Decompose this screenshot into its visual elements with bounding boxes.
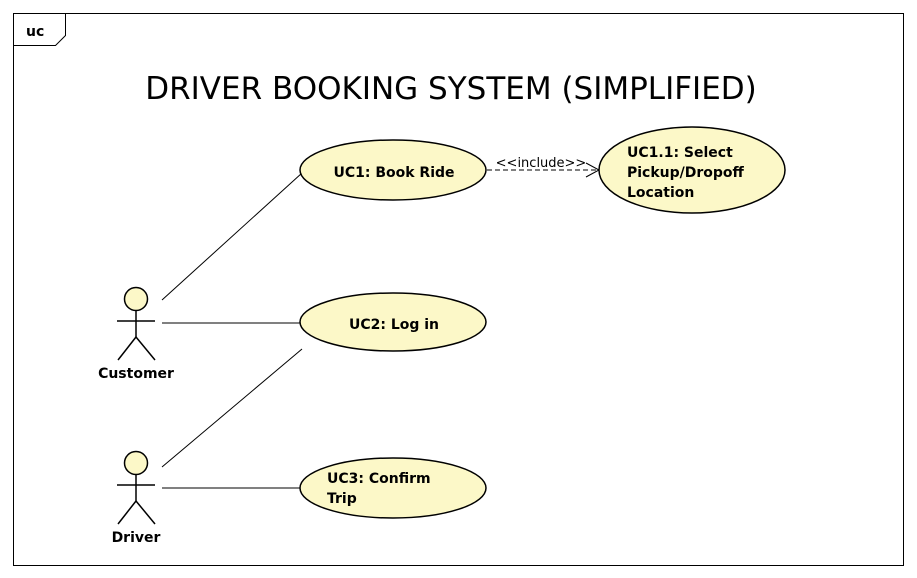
use-case-uc2[interactable]: UC2: Log in [299, 292, 487, 352]
use-case-uc1-ellipse [299, 139, 487, 201]
use-case-uc11-label-line3: Location [627, 185, 694, 201]
use-case-uc11[interactable]: UC1.1: Select Pickup/Dropoff Location [598, 126, 786, 214]
use-case-uc2-ellipse [299, 292, 487, 352]
association-customer-uc1 [161, 172, 303, 301]
actor-customer[interactable]: Customer [98, 286, 174, 383]
frame-tag-label: uc [26, 24, 44, 40]
use-case-uc3[interactable]: UC3: Confirm Trip [299, 457, 487, 519]
frame-tag-box [13, 13, 66, 46]
actor-driver-left-leg [117, 500, 137, 525]
use-case-uc11-label-line2: Pickup/Dropoff [627, 165, 745, 181]
diagram-frame [13, 13, 904, 566]
use-case-uc1[interactable]: UC1: Book Ride [299, 139, 487, 201]
actor-driver-right-leg [135, 500, 156, 525]
use-case-uc1-label: UC1: Book Ride [333, 165, 454, 181]
actor-customer-label: Customer [98, 366, 174, 382]
actor-driver-label: Driver [112, 530, 161, 546]
actor-customer-right-leg [135, 336, 156, 361]
use-case-uc2-label: UC2: Log in [349, 317, 439, 333]
use-case-uc11-label-line1: UC1.1: Select [627, 145, 733, 161]
use-case-uc11-ellipse [598, 126, 786, 214]
association-driver-uc2 [161, 348, 303, 468]
use-case-uc3-label-line1: UC3: Confirm [327, 471, 431, 487]
use-case-uc3-ellipse [299, 457, 487, 519]
actor-customer-head [123, 286, 149, 312]
actor-driver-head [123, 450, 149, 476]
use-case-uc3-label-line2: Trip [327, 491, 357, 507]
include-label: <<include>> [496, 156, 587, 171]
actor-customer-left-leg [117, 336, 137, 361]
actor-driver[interactable]: Driver [112, 450, 161, 547]
diagram-title: DRIVER BOOKING SYSTEM (SIMPLIFIED) [145, 71, 757, 107]
